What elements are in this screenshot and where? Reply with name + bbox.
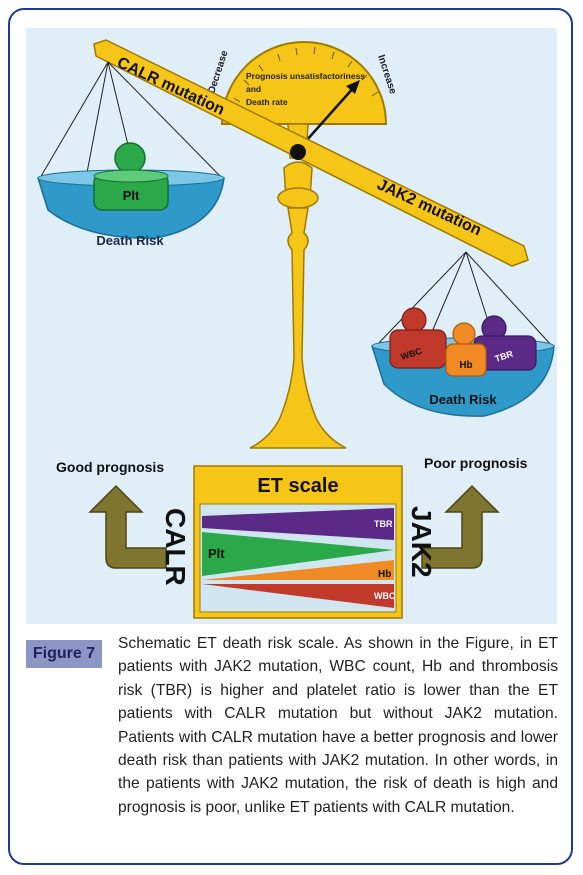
wedge-plt-label: Plt [208, 546, 225, 561]
figure-label: Figure 7 [26, 640, 102, 668]
left-death-risk-label: Death Risk [96, 233, 164, 248]
wedge-hb-label: Hb [378, 569, 391, 580]
good-prognosis-label: Good prognosis [56, 459, 164, 475]
wedge-wbc-label: WBC [374, 591, 396, 601]
base-left-label: CALR [160, 508, 191, 586]
base-right-label: JAK2 [406, 506, 437, 578]
gauge-label-line2: and [246, 84, 261, 94]
good-prognosis-arrow [88, 484, 167, 569]
gauge-label-line3: Death rate [246, 97, 288, 107]
figure-caption: Schematic ET death risk scale. As shown … [118, 635, 558, 816]
decrease-label: Decrease [206, 49, 230, 95]
right-pan: WBC Hb TBR Death Risk [370, 307, 555, 417]
right-death-risk-label: Death Risk [429, 392, 497, 407]
et-scale-base: ET scale TBR Plt Hb WBC CALR JAK2 [160, 465, 437, 619]
left-pan: Plt Death Risk [36, 142, 225, 248]
gauge-label-line1: Prognosis unsatisfactoriness [246, 71, 365, 81]
base-title: ET scale [257, 475, 338, 497]
wedge-tbr-label: TBR [374, 519, 393, 529]
et-scale-figure: Prognosis unsatisfactoriness and Death r… [26, 28, 557, 624]
poor-prognosis-label: Poor prognosis [424, 455, 528, 471]
poor-prognosis-arrow [421, 484, 500, 569]
beam-right-label: JAK2 mutation [374, 176, 484, 239]
hb-weight-label: Hb [459, 360, 472, 371]
plt-weight-label: Plt [123, 188, 140, 203]
